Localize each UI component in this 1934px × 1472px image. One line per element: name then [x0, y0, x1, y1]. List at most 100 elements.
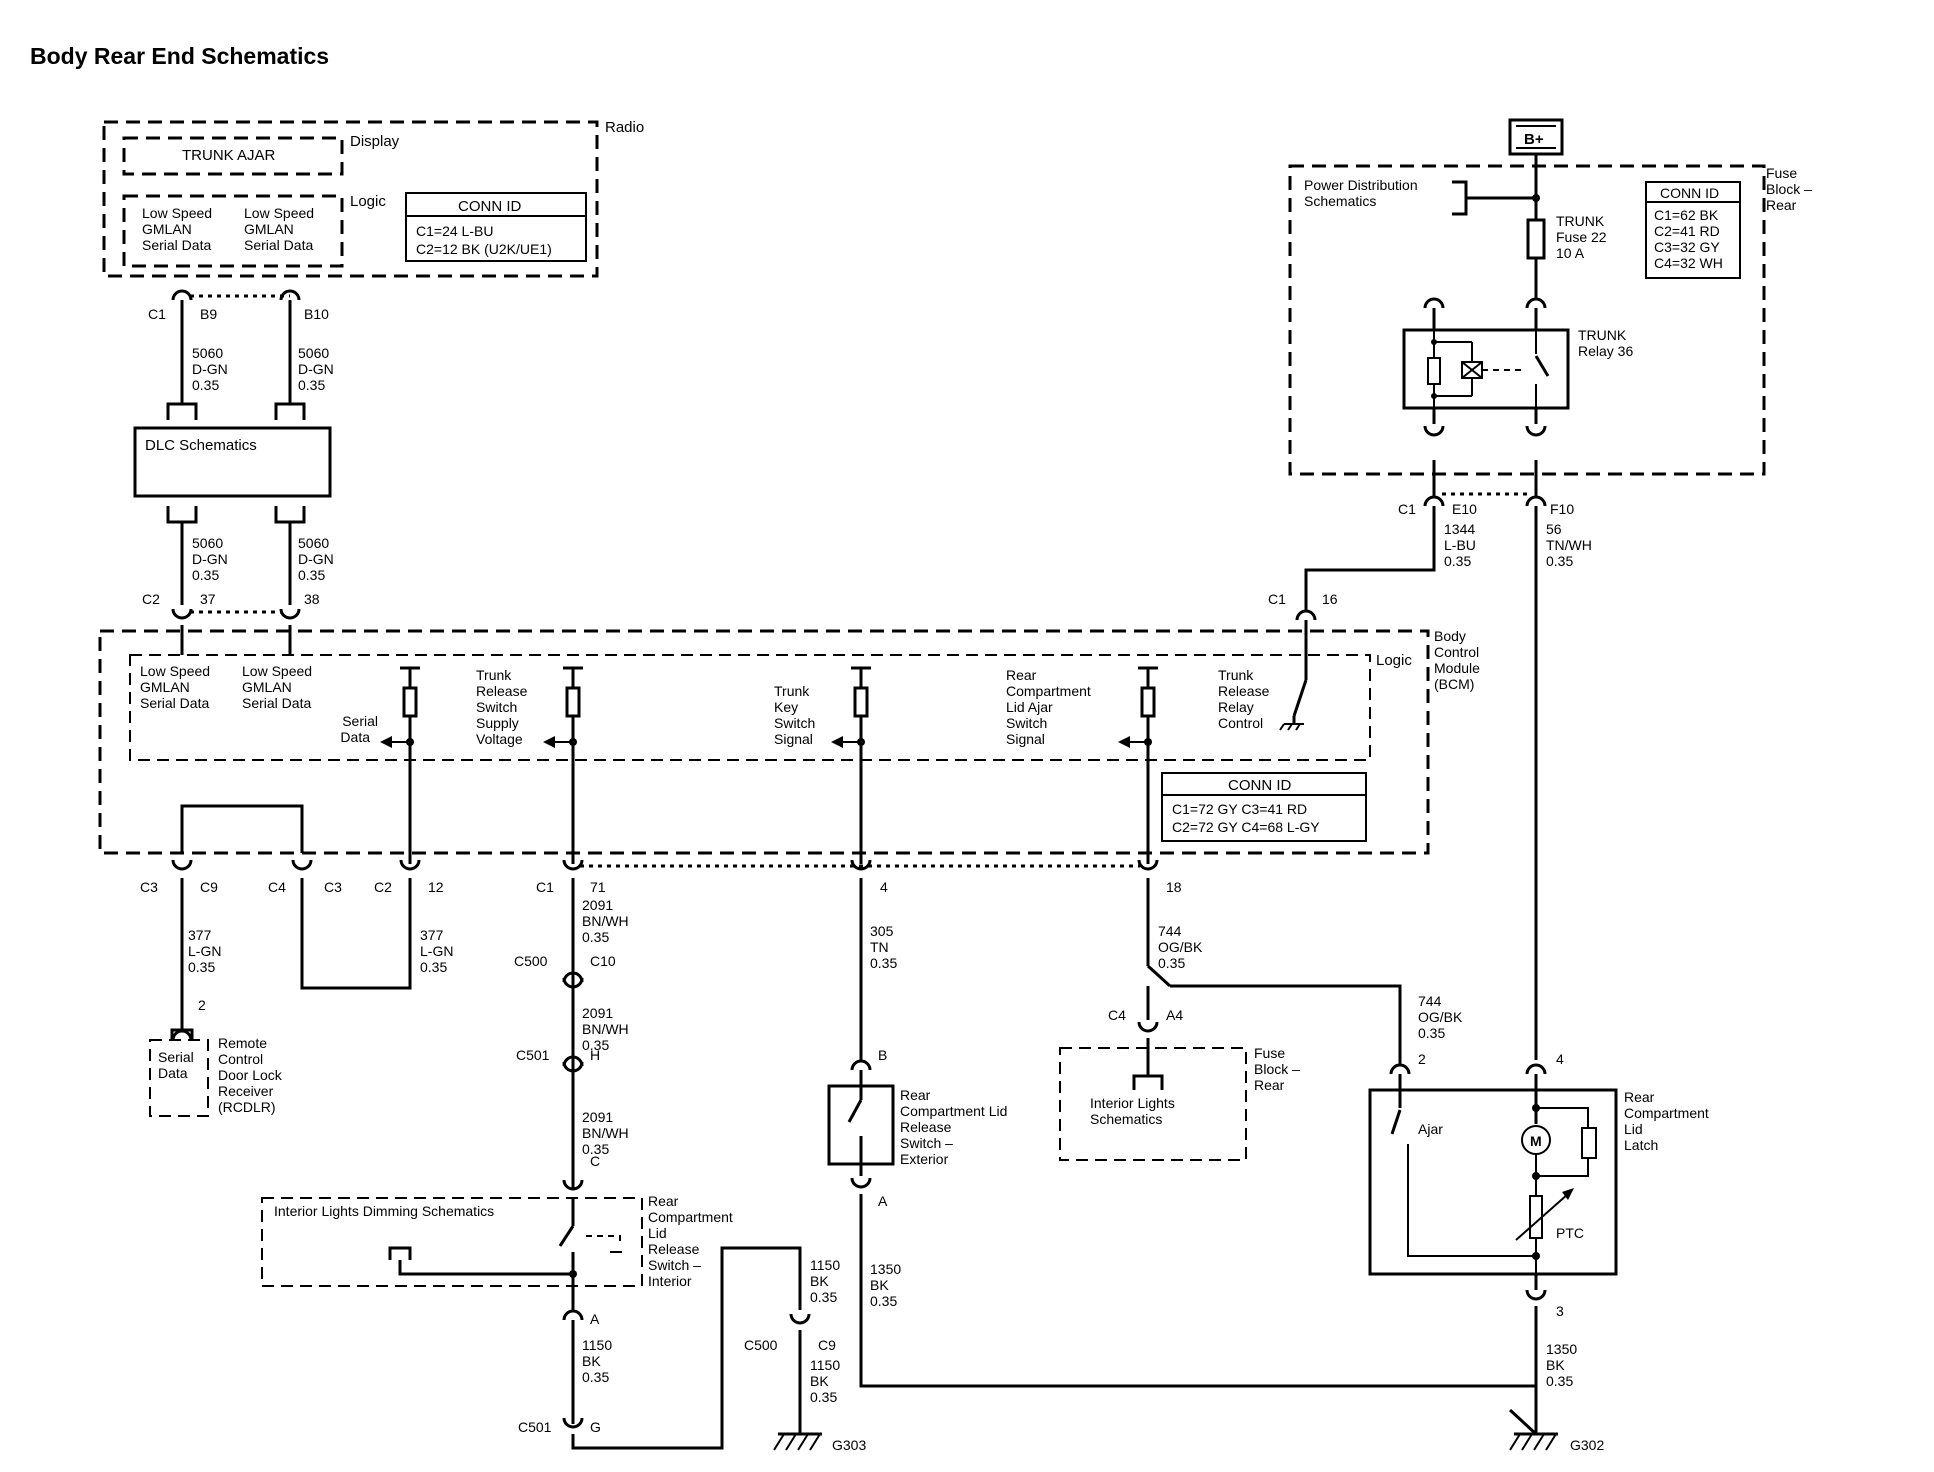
- svg-text:F10: F10: [1550, 501, 1574, 517]
- svg-text:A4: A4: [1166, 1007, 1183, 1023]
- dlc-label: DLC Schematics: [145, 437, 257, 454]
- svg-text:37: 37: [200, 591, 216, 607]
- trunk-ajar-text: TRUNK AJAR: [182, 147, 276, 164]
- svg-text:12: 12: [428, 879, 444, 895]
- svg-text:A: A: [590, 1311, 600, 1327]
- display-label: Display: [350, 133, 400, 150]
- svg-text:C2: C2: [374, 879, 392, 895]
- svg-text:16: 16: [1322, 591, 1338, 607]
- b-plus-label: B+: [1524, 131, 1544, 148]
- svg-text:C4=32 WH: C4=32 WH: [1654, 255, 1723, 271]
- svg-text:C500: C500: [514, 953, 548, 969]
- svg-text:C1: C1: [1398, 501, 1416, 517]
- radio-module: Radio TRUNK AJAR Display Logic Low Speed…: [102, 119, 644, 278]
- svg-text:Logic: Logic: [1376, 652, 1412, 669]
- svg-text:C1=72 GY C3=41 RD: C1=72 GY C3=41 RD: [1172, 801, 1307, 817]
- svg-text:C1=62 BK: C1=62 BK: [1654, 207, 1719, 223]
- page-title: Body Rear End Schematics: [30, 43, 329, 69]
- svg-text:C2=72 GY C4=68 L-GY: C2=72 GY C4=68 L-GY: [1172, 819, 1320, 835]
- svg-text:CONN ID: CONN ID: [1660, 185, 1719, 201]
- svg-text:C2: C2: [142, 591, 160, 607]
- svg-text:C9: C9: [200, 879, 218, 895]
- radio-conn-id-1: C1=24 L-BU: [416, 223, 493, 239]
- radio-pin-b10: B10: [304, 306, 329, 322]
- dlc-schematics-box[interactable]: [133, 426, 332, 498]
- radio-label: Radio: [605, 119, 644, 136]
- radio-conn-id-title: CONN ID: [458, 198, 522, 215]
- radio-gmlan-left-3: Serial Data: [142, 237, 211, 253]
- svg-text:3: 3: [1556, 1303, 1564, 1319]
- svg-text:G303: G303: [832, 1437, 866, 1453]
- exterior-release-switch: [827, 1070, 895, 1176]
- svg-text:Interior Lights Dimming Schema: Interior Lights Dimming Schematics: [274, 1203, 494, 1219]
- svg-text:2: 2: [198, 997, 206, 1013]
- svg-text:71: 71: [590, 879, 606, 895]
- svg-text:Ajar: Ajar: [1418, 1121, 1443, 1137]
- svg-text:C10: C10: [590, 953, 616, 969]
- svg-text:C500: C500: [744, 1337, 778, 1353]
- radio-gmlan-right-3: Serial Data: [244, 237, 313, 253]
- svg-text:C501: C501: [516, 1047, 550, 1063]
- svg-text:M: M: [1530, 1133, 1542, 1149]
- radio-conn-id-2: C2=12 BK (U2K/UE1): [416, 241, 552, 257]
- svg-text:38: 38: [304, 591, 320, 607]
- radio-gmlan-right-2: GMLAN: [244, 221, 294, 237]
- svg-text:C: C: [590, 1153, 600, 1169]
- svg-text:B: B: [878, 1047, 887, 1063]
- svg-text:E10: E10: [1452, 501, 1477, 517]
- svg-text:18: 18: [1166, 879, 1182, 895]
- radio-gmlan-left-1: Low Speed: [142, 205, 212, 221]
- radio-pin-b9: B9: [200, 306, 217, 322]
- svg-text:C3=32 GY: C3=32 GY: [1654, 239, 1720, 255]
- svg-text:H: H: [590, 1047, 600, 1063]
- svg-text:C3: C3: [140, 879, 158, 895]
- radio-gmlan-left-2: GMLAN: [142, 221, 192, 237]
- svg-text:G: G: [590, 1419, 601, 1435]
- svg-text:C9: C9: [818, 1337, 836, 1353]
- svg-text:2: 2: [1418, 1051, 1426, 1067]
- svg-text:C4: C4: [268, 879, 286, 895]
- svg-text:CONN ID: CONN ID: [1228, 777, 1292, 794]
- svg-text:PTC: PTC: [1556, 1225, 1584, 1241]
- svg-text:A: A: [878, 1193, 888, 1209]
- radio-pin-conn: C1: [148, 306, 166, 322]
